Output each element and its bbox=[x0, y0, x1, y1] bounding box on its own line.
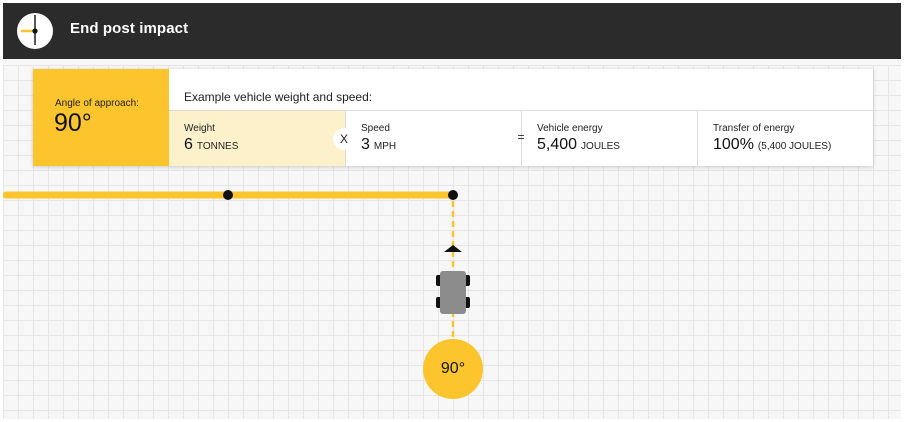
speed-label: Speed bbox=[361, 123, 390, 134]
vehicle-icon bbox=[436, 271, 470, 314]
energy-calculation-panel: Angle of approach: 90° Example vehicle w… bbox=[33, 69, 873, 166]
app-header: End post impact bbox=[3, 3, 901, 59]
transfer-unit: (5,400 JOULES) bbox=[757, 141, 832, 152]
speed-number: 3 bbox=[361, 136, 370, 153]
multiply-operator: X bbox=[333, 128, 355, 150]
transfer-number: 100% bbox=[713, 136, 754, 153]
transfer-of-energy-cell: Transfer of energy 100%(5,400 JOULES) bbox=[697, 111, 873, 166]
guardrail-end-post bbox=[448, 190, 458, 200]
energy-number: 5,400 bbox=[537, 136, 578, 153]
weight-label: Weight bbox=[184, 123, 215, 134]
energy-unit: JOULES bbox=[581, 141, 620, 152]
weight-unit: TONNES bbox=[196, 141, 239, 152]
angle-label: Angle of approach: bbox=[55, 98, 139, 109]
guardrail-post bbox=[223, 190, 233, 200]
speed-unit: MPH bbox=[373, 141, 397, 152]
angle-gauge-icon bbox=[17, 13, 53, 49]
page-title: End post impact bbox=[70, 20, 189, 37]
equals-operator: = bbox=[517, 130, 525, 144]
app-frame: End post impact Angle of approach: 90 bbox=[3, 3, 901, 419]
angle-badge: 90° bbox=[423, 339, 483, 399]
weight-number: 6 bbox=[184, 136, 193, 153]
angle-value: 90° bbox=[54, 109, 92, 137]
angle-of-approach-box: Angle of approach: 90° bbox=[33, 69, 169, 166]
direction-arrow-icon bbox=[444, 245, 462, 252]
transfer-label: Transfer of energy bbox=[713, 123, 795, 134]
energy-label: Vehicle energy bbox=[537, 123, 603, 134]
example-title: Example vehicle weight and speed: bbox=[184, 90, 373, 104]
transfer-value: 100%(5,400 JOULES) bbox=[713, 136, 831, 154]
